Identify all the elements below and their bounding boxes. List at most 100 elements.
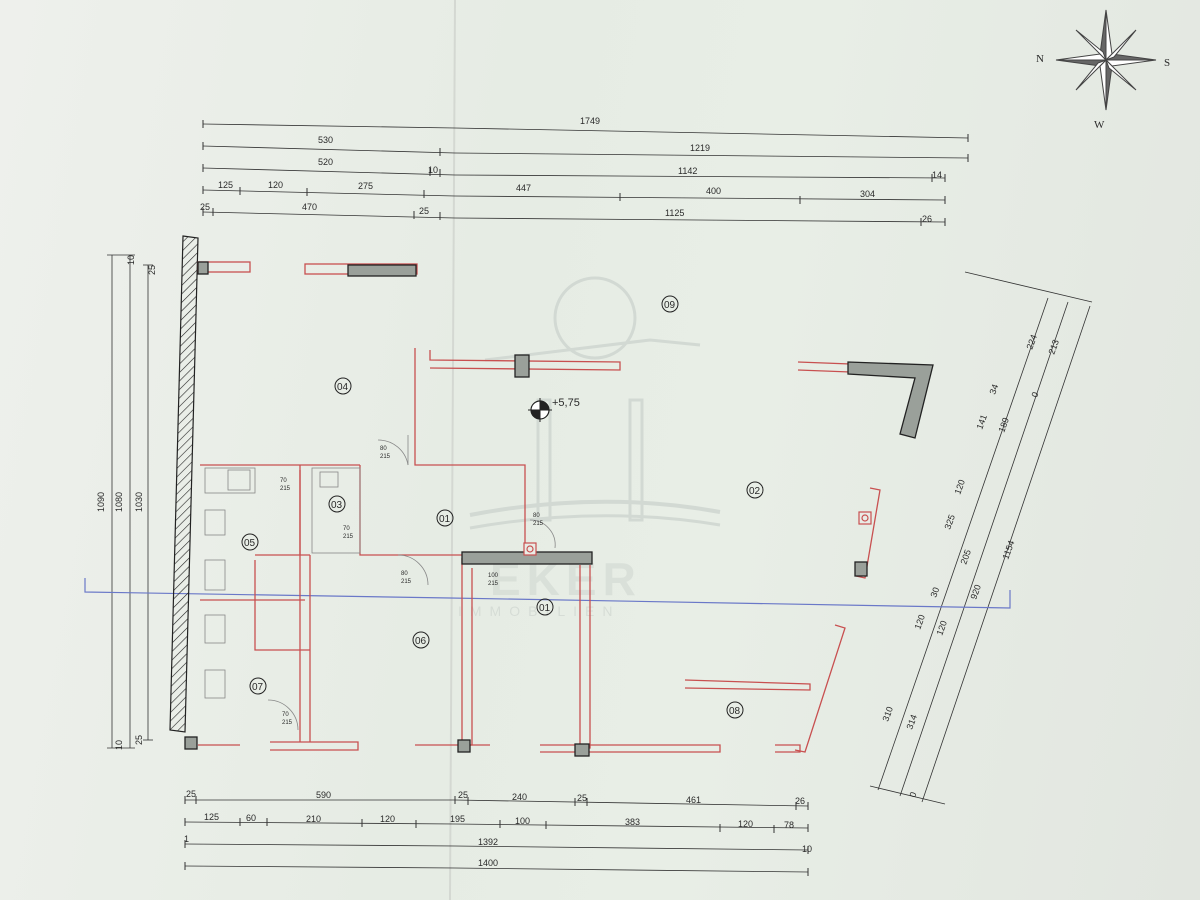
right-dimension-labels: 224 213 34 0 141 189 120 325 205 1154 30…: [880, 333, 1061, 799]
door-c-w: 70: [343, 526, 350, 532]
dim-r-920: 920: [968, 583, 983, 601]
dim-bot-r1-g: 26: [795, 796, 805, 806]
dim-r-224: 224: [1024, 333, 1039, 351]
hatched-exterior-wall: [169, 235, 199, 733]
dim-r-1154: 1154: [1000, 539, 1016, 561]
dim-r-120-b: 120: [912, 613, 927, 631]
dim-r-310: 310: [880, 705, 895, 723]
dim-bot-r1-d: 240: [512, 792, 527, 802]
dim-bot-r1-a: 25: [186, 789, 196, 799]
door-c-h: 215: [343, 534, 354, 540]
dim-left-25-bottom: 25: [134, 735, 144, 745]
dim-bot-r2-d: 120: [380, 814, 395, 824]
dim-top-r3-b: 10: [428, 165, 438, 175]
dim-bot-r2-f: 100: [515, 816, 530, 826]
dim-top-r3-a: 520: [318, 157, 333, 167]
column-markers: [523, 511, 872, 556]
dim-left-10-top: 10: [126, 255, 136, 265]
dim-r-120-a: 120: [952, 478, 967, 496]
watermark: EKER IMMOBILIEN: [458, 276, 721, 619]
door-f-w: 100: [488, 573, 499, 579]
dim-r-34: 34: [987, 383, 1000, 396]
columns: [184, 261, 934, 757]
compass-rose: N S W: [1036, 9, 1170, 131]
top-dimension-labels: 1749 530 1219 520 10 1142 14 125 120 275…: [200, 116, 942, 224]
dim-top-r4-d: 447: [516, 183, 531, 193]
compass-s: S: [1164, 57, 1170, 69]
room-02: 02: [749, 486, 761, 497]
dim-bot-r2-c: 210: [306, 814, 321, 824]
dim-left-10-bottom: 10: [114, 740, 124, 750]
dim-r-325: 325: [942, 513, 957, 531]
dim-r-0-top: 0: [1029, 391, 1040, 399]
dim-bot-r2-e: 195: [450, 814, 465, 824]
dim-top-r4-a: 125: [218, 180, 233, 190]
room-06: 06: [415, 636, 427, 647]
dim-left-1090: 1090: [96, 492, 106, 512]
right-dimension-lines: [869, 271, 1093, 805]
dim-top-r5-b: 470: [302, 202, 317, 212]
door-a-h: 215: [380, 454, 391, 460]
dim-bot-r2-g: 383: [625, 817, 640, 827]
dim-top-total: 1749: [580, 116, 600, 126]
dim-r-0-bottom: 0: [907, 791, 918, 799]
dim-bot-r1-c: 25: [458, 790, 468, 800]
door-b-h: 215: [280, 486, 291, 492]
door-b-w: 70: [280, 478, 287, 484]
room-04: 04: [337, 382, 349, 393]
level-value: +5,75: [552, 397, 580, 409]
bottom-dimension-labels: 25 590 25 240 25 461 26 125 60 210 120 1…: [184, 789, 812, 868]
dim-bot-r1-b: 590: [316, 790, 331, 800]
dim-top-r3-c: 1142: [678, 166, 697, 176]
dim-top-r3-d: 14: [932, 170, 942, 180]
room-01-a: 01: [439, 514, 451, 525]
dim-top-r2-a: 530: [318, 135, 333, 145]
dim-top-r4-c: 275: [358, 181, 373, 191]
door-e-w: 80: [401, 571, 408, 577]
dim-top-r4-e: 400: [706, 186, 721, 196]
dim-r-141: 141: [974, 413, 989, 431]
dim-bot-r2-a: 125: [204, 812, 219, 822]
room-numbers: 09 04 02 03 01 05 01 06 07 08: [244, 300, 761, 717]
compass-n: N: [1036, 53, 1044, 65]
room-09: 09: [664, 300, 676, 311]
dim-r-120-c: 120: [934, 619, 949, 637]
door-d-w: 80: [533, 513, 540, 519]
dim-r-189: 189: [996, 416, 1011, 434]
room-01-b: 01: [539, 603, 551, 614]
left-dimension-lines: [107, 254, 153, 749]
bottom-dimension-ticks: [184, 796, 809, 876]
room-08: 08: [729, 706, 741, 717]
dim-bot-r2-h: 120: [738, 819, 753, 829]
compass-w: W: [1094, 119, 1105, 131]
room-05: 05: [244, 538, 256, 549]
door-d-h: 215: [533, 521, 544, 527]
watermark-sub: IMMOBILIEN: [458, 603, 620, 619]
dim-left-1080: 1080: [114, 492, 124, 512]
section-cut-line: [84, 578, 1011, 609]
left-dimension-labels: 1090 1080 1030 10 25 10 25: [96, 255, 157, 750]
dim-r-213: 213: [1046, 338, 1061, 356]
dim-top-r5-d: 1125: [665, 208, 684, 218]
fixtures: [204, 435, 556, 731]
room-labels: [241, 295, 764, 719]
room-03: 03: [331, 500, 343, 511]
door-e-h: 215: [401, 579, 412, 585]
door-g-h: 215: [282, 720, 293, 726]
dim-bot-r2-i: 78: [784, 820, 794, 830]
top-dimension-lines: [202, 123, 969, 223]
dim-r-205: 205: [958, 548, 973, 566]
dim-top-r5-e: 26: [922, 214, 932, 224]
dim-r-30: 30: [928, 586, 941, 599]
dim-top-r4-b: 120: [268, 180, 283, 190]
dim-bot-r2-b: 60: [246, 813, 256, 823]
dim-top-r2-b: 1219: [690, 143, 710, 153]
top-dimension-ticks: [202, 120, 969, 226]
door-a-w: 80: [380, 446, 387, 452]
dim-bot-r3-b: 1392: [478, 837, 498, 847]
door-g-w: 70: [282, 712, 289, 718]
dim-left-25-top: 25: [147, 265, 157, 275]
dim-bot-r3-a: 1: [184, 834, 189, 844]
